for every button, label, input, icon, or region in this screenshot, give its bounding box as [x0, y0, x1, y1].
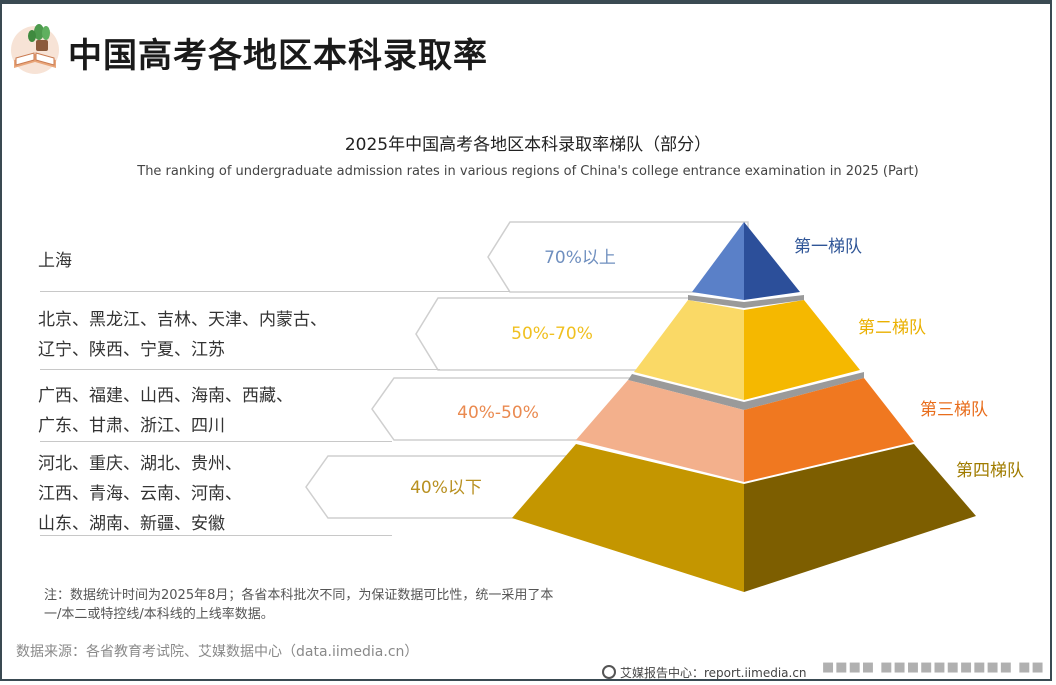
chart-title: 2025年中国高考各地区本科录取率梯队（部分）: [344, 135, 712, 155]
tier-1-right-face: [744, 222, 800, 300]
rate-arrow-4: [305, 455, 591, 519]
brand-footer: 艾媒报告中心：report.iimedia.cn: [602, 664, 807, 681]
tier-gap-1: [688, 295, 804, 308]
tier-1-regions: 上海: [38, 246, 72, 276]
brand-icon: [602, 665, 616, 679]
region-line: 广西、福建、山西、海南、西藏、: [38, 386, 293, 406]
rate-arrow-1: [487, 221, 749, 293]
brand-text: 艾媒报告中心：report.iimedia.cn: [620, 666, 807, 680]
tier-2-right-face: [744, 300, 860, 400]
tier-3-regions: 广西、福建、山西、海南、西藏、广东、甘肃、浙江、四川: [38, 381, 293, 441]
tier-4-regions: 河北、重庆、湖北、贵州、江西、青海、云南、河南、山东、湖南、新疆、安徽: [38, 449, 242, 539]
brand-watermark: ■■■■ ■■■■■■■■■■ ■■: [822, 660, 1045, 675]
tier-4-left-face: [512, 444, 744, 592]
tier-separator: [40, 535, 392, 536]
chart-subtitle: The ranking of undergraduate admission r…: [137, 164, 919, 179]
region-line: 辽宁、陕西、宁夏、江苏: [38, 340, 225, 360]
tier-1-rate: 70%以上: [544, 248, 616, 268]
tier-2-rate: 50%-70%: [511, 324, 593, 344]
tier-gap-2: [628, 372, 864, 410]
tier-3-rate: 40%-50%: [457, 403, 539, 423]
region-line: 上海: [38, 251, 72, 271]
tier-2-left-face: [634, 300, 744, 400]
book-plant-icon: [11, 24, 59, 74]
region-line: 山东、湖南、新疆、安徽: [38, 514, 225, 534]
region-line: 北京、黑龙江、吉林、天津、内蒙古、: [38, 310, 327, 330]
tier-separator: [40, 369, 440, 370]
tier-4-right-face: [744, 444, 976, 592]
tier-2-name: 第二梯队: [858, 318, 926, 338]
tier-separator: [40, 441, 392, 442]
rate-arrow-2: [415, 297, 691, 371]
region-line: 河北、重庆、湖北、贵州、: [38, 454, 242, 474]
tier-separator: [40, 291, 510, 292]
footnote: 注：数据统计时间为2025年8月；各省本科批次不同，为保证数据可比性，统一采用了…: [44, 588, 554, 622]
tier-2-regions: 北京、黑龙江、吉林、天津、内蒙古、辽宁、陕西、宁夏、江苏: [38, 305, 327, 365]
rate-arrow-3: [371, 377, 631, 441]
tier-1-name: 第一梯队: [794, 237, 862, 257]
page-title: 中国高考各地区本科录取率: [68, 36, 488, 76]
tier-4-rate: 40%以下: [410, 478, 482, 498]
tier-3-right-face: [744, 378, 914, 482]
tier-1-left-face: [692, 222, 744, 300]
region-line: 广东、甘肃、浙江、四川: [38, 416, 225, 436]
tier-3-name: 第三梯队: [920, 400, 988, 420]
tier-4-name: 第四梯队: [956, 461, 1024, 481]
data-source: 数据来源：各省教育考试院、艾媒数据中心（data.iimedia.cn）: [16, 644, 419, 660]
region-line: 江西、青海、云南、河南、: [38, 484, 242, 504]
tier-3-left-face: [576, 380, 744, 482]
